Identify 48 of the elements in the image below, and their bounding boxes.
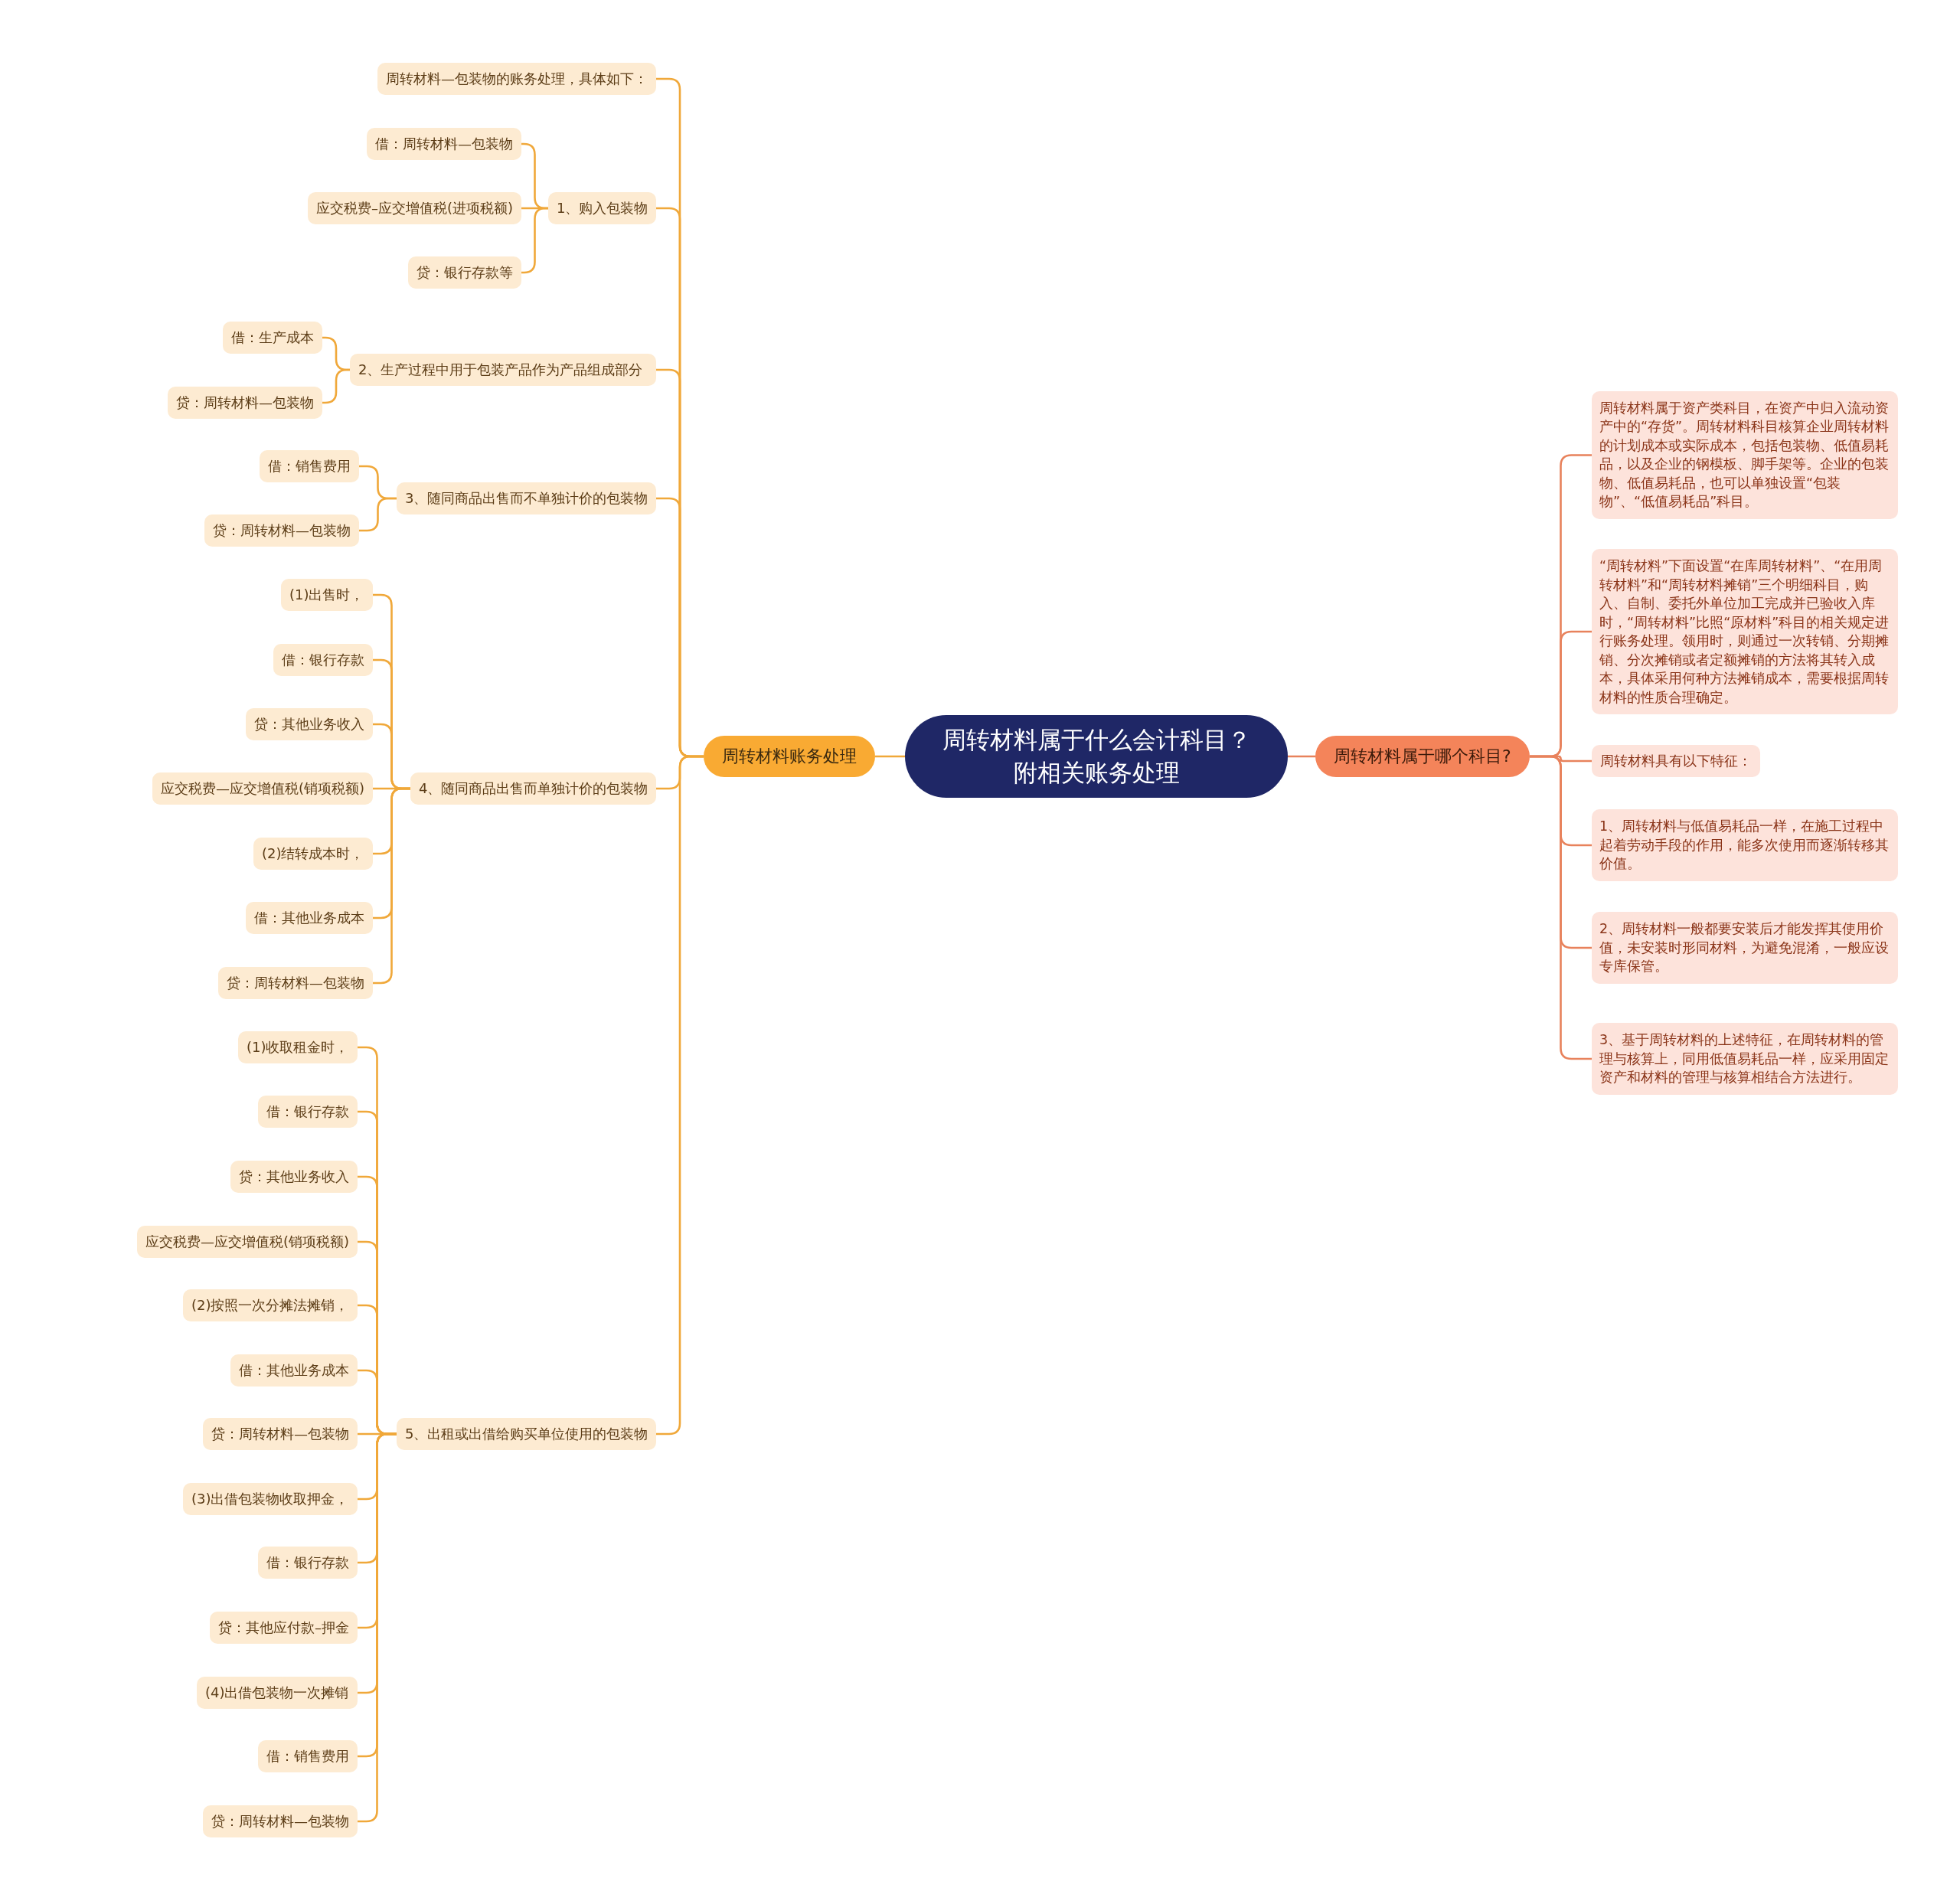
connector-line [322,368,350,404]
subtopic-box: 周转材料具有以下特征： [1592,745,1760,777]
branch-topic: 周转材料属于哪个科目? [1315,736,1530,777]
connector-line [1530,755,1592,1060]
subtopic-box: 贷：其他业务收入 [230,1161,358,1193]
connector-line [359,497,397,532]
note-box: 1、周转材料与低值易耗品一样，在施工过程中起着劳动手段的作用，能多次使用而逐渐转移其价值。 [1592,809,1898,881]
subtopic-box: (2)按照一次分摊法摊销， [183,1289,358,1321]
subtopic-box: 贷：银行存款等 [408,256,521,289]
subtopic-box: 贷：周转材料—包装物 [203,1418,358,1450]
subtopic-box: 2、生产过程中用于包装产品作为产品组成部分 [350,354,656,386]
subtopic-box: 借：其他业务成本 [230,1354,358,1387]
note-box: “周转材料”下面设置“在库周转材料”、“在用周转材料”和“周转材料摊销”三个明细科目，购入、自制、委托外单位加工完成并已验收入库时，“周转材料”比照“原材料”科目的相关规定进行账务处理。领用时，则通过一次转销、分期摊销、分次摊销或者定额摊销的方法将其转入成本，具体采用何种方法摊销成本，需要根据周转材料的性质合理确定。 [1592,549,1898,714]
subtopic-box: 贷：其他应付款–押金 [210,1612,358,1644]
subtopic-box: 贷：其他业务收入 [246,708,373,740]
note-box: 周转材料属于资产类科目，在资产中归入流动资产中的“存货”。周转材料科目核算企业周转材料的计划成本或实际成本，包括包装物、低值易耗品，以及企业的钢模板、脚手架等。企业的包装物、低值易耗品，也可以单独设置“包装物”、“低值易耗品”科目。 [1592,390,1898,519]
subtopic-box: (2)结转成本时， [253,838,373,870]
subtopic-box: 贷：周转材料—包装物 [203,1805,358,1837]
subtopic-box: 1、购入包装物 [548,192,657,224]
subtopic-box: 周转材料—包装物的账务处理，具体如下： [377,63,656,95]
subtopic-box: 贷：周转材料—包装物 [218,967,373,999]
subtopic-box: 5、出租或出借给购买单位使用的包装物 [397,1418,657,1450]
subtopic-box: 借：银行存款 [258,1096,358,1128]
note-box: 2、周转材料一般都要安装后才能发挥其使用价值，未安装时形同材料，为避免混淆，一般应设专库保管。 [1592,912,1898,984]
subtopic-box: (1)出售时， [281,579,373,611]
subtopic-box: 借：周转材料—包装物 [367,128,521,160]
central-topic: 周转材料属于什么会计科目？附相关账务处理 [905,715,1288,798]
subtopic-box: 借：银行存款 [258,1547,358,1579]
subtopic-box: 贷：周转材料—包装物 [204,514,359,547]
subtopic-box: 4、随同商品出售而单独计价的包装物 [410,772,657,805]
subtopic-box: 借：银行存款 [273,644,373,676]
subtopic-box: 应交税费–应交增值税(进项税额) [308,192,522,224]
connector-line [875,755,905,758]
subtopic-box: 借：生产成本 [223,322,322,354]
subtopic-box: 3、随同商品出售而不单独计价的包装物 [397,482,657,514]
subtopic-box: 贷：周转材料—包装物 [168,387,322,419]
branch-topic: 周转材料账务处理 [704,736,875,777]
connector-line [373,787,410,985]
subtopic-box: (1)收取租金时， [238,1031,358,1063]
connector-line [1288,755,1315,758]
subtopic-box: 应交税费—应交增值税(销项税额) [137,1226,358,1258]
subtopic-box: 借：销售费用 [260,450,359,482]
subtopic-box: 借：其他业务成本 [246,902,373,934]
note-box: 3、基于周转材料的上述特征，在周转材料的管理与核算上，同用低值易耗品一样，应采用固定资产和材料的管理与核算相结合方法进行。 [1592,1023,1898,1095]
subtopic-box: (3)出借包装物收取押金， [183,1483,358,1515]
subtopic-box: 借：销售费用 [258,1740,358,1772]
subtopic-box: (4)出借包装物一次摊销 [197,1677,358,1709]
subtopic-box: 应交税费—应交增值税(销项税额) [152,772,374,805]
